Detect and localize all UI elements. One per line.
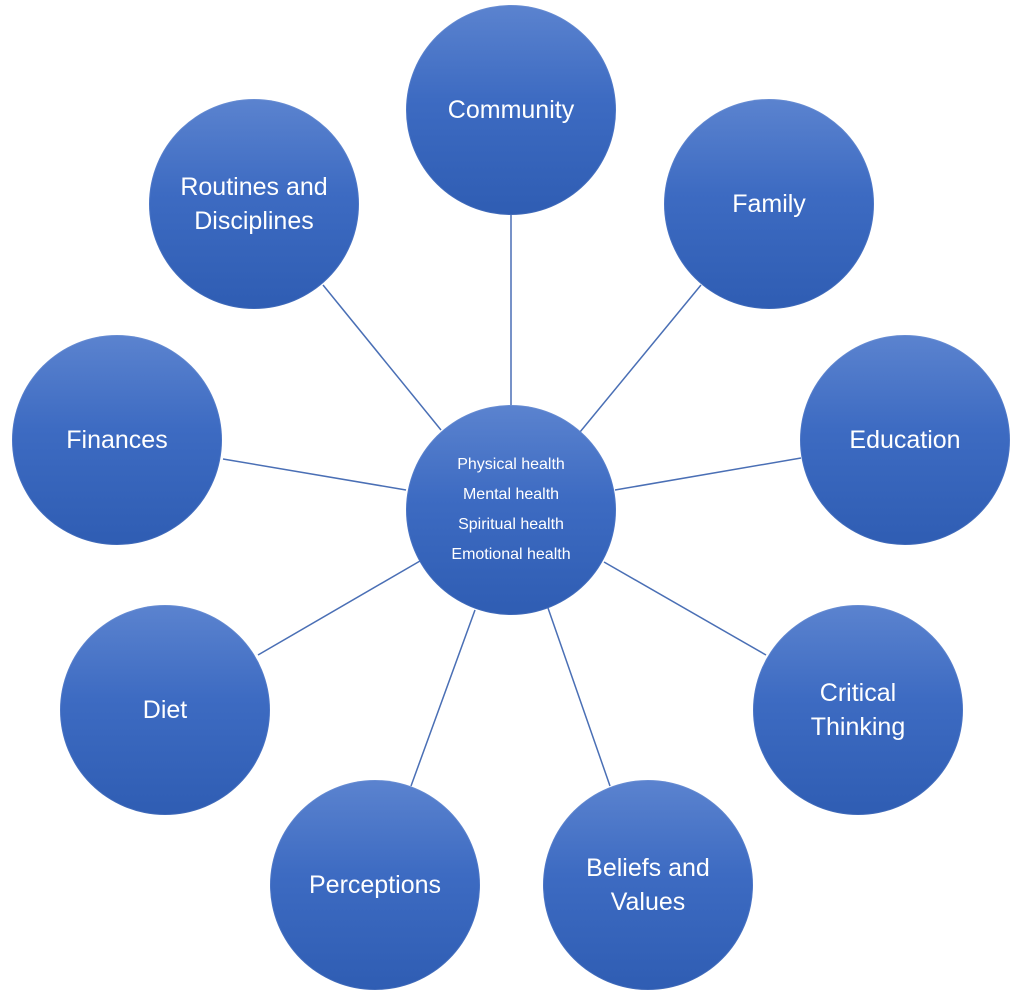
center-node: Physical health Mental health Spiritual … — [406, 405, 616, 615]
node-finances: Finances — [12, 335, 222, 545]
node-beliefs-and-values-label: Beliefs and Values — [586, 854, 710, 916]
node-family-label: Family — [732, 190, 806, 218]
node-routines-and-disciplines-label: Routines and Disciplines — [180, 173, 328, 235]
node-community: Community — [406, 5, 616, 215]
center-line-mental-health: Mental health — [462, 486, 560, 503]
node-critical-thinking: Critical Thinking — [753, 605, 963, 815]
connector-education — [614, 457, 802, 491]
node-perceptions: Perceptions — [270, 780, 480, 990]
node-education: Education — [800, 335, 1010, 545]
connector-perceptions — [410, 609, 476, 787]
node-community-label: Community — [447, 96, 575, 124]
center-line-spiritual-health: Spiritual health — [458, 516, 564, 533]
node-finances-label: Finances — [66, 426, 168, 454]
connector-beliefs-values — [547, 607, 611, 787]
center-line-emotional-health: Emotional health — [451, 546, 571, 563]
node-routines-and-disciplines: Routines and Disciplines — [149, 99, 359, 309]
node-perceptions-label: Perceptions — [308, 871, 442, 899]
connector-critical-thinking — [603, 561, 767, 656]
connector-routines — [322, 284, 442, 431]
node-education-label: Education — [849, 426, 961, 454]
node-diet-label: Diet — [142, 696, 188, 724]
node-diet: Diet — [60, 605, 270, 815]
node-critical-thinking-label: Critical Thinking — [810, 679, 906, 741]
node-beliefs-and-values: Beliefs and Values — [543, 780, 753, 990]
connector-family — [579, 284, 702, 433]
node-family: Family — [664, 99, 874, 309]
connector-diet — [257, 560, 421, 656]
center-line-physical-health: Physical health — [457, 456, 565, 473]
connector-finances — [222, 458, 407, 491]
